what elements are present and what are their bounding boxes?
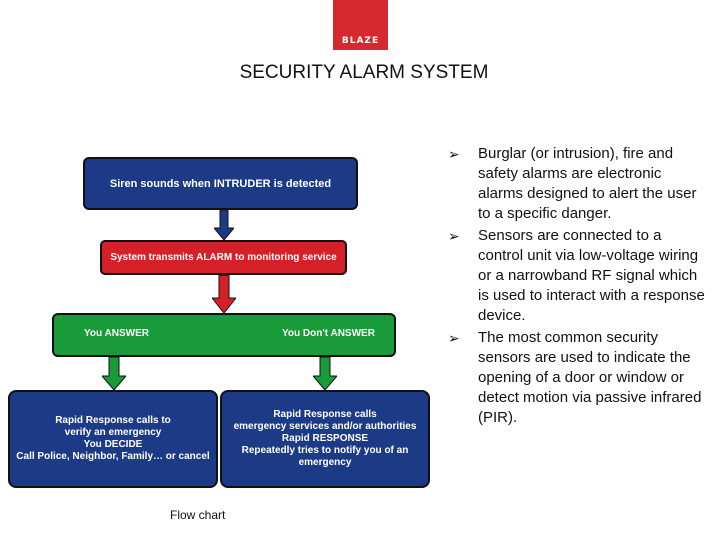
arrow-down-icon [102,357,126,390]
verify-line4: Call Police, Neighbor, Family… or cancel [16,451,210,462]
page-title: SECURITY ALARM SYSTEM [239,62,489,83]
bullet-list: ➢ Burglar (or intrusion), fire and safet… [448,144,708,430]
logo-text: BLAZE [341,36,380,46]
bullet-text: Burglar (or intrusion), fire and safety … [478,145,697,222]
bullet-item: ➢ Burglar (or intrusion), fire and safet… [448,144,708,224]
response-line4: Repeatedly tries to notify you of an eme… [241,445,409,468]
you-answer-label: You ANSWER [84,328,149,339]
response-line1: Rapid Response calls [273,409,377,420]
you-dont-answer-label: You Don't ANSWER [282,328,375,339]
flow-chart-caption: Flow chart [170,508,226,522]
arrow-bullet-icon: ➢ [448,228,460,244]
response-line3: Rapid RESPONSE [281,433,369,444]
bullet-text: The most common security sensors are use… [478,329,702,426]
flow-box-siren: Siren sounds when INTRUDER is detected [83,157,358,210]
flow-box-verify: Rapid Response calls to verify an emerge… [8,390,218,488]
flow-box-transmit: System transmits ALARM to monitoring ser… [100,240,347,275]
verify-line1: Rapid Response calls to [55,415,171,426]
verify-line3: You DECIDE [83,439,143,450]
blaze-logo: BLAZE [333,0,388,50]
bullet-item: ➢ Sensors are connected to a control uni… [448,226,708,326]
flow-box-answer: You ANSWER You Don't ANSWER [52,313,396,357]
arrow-down-icon [313,357,337,390]
verify-line2: verify an emergency [64,427,162,438]
arrow-down-icon [214,210,234,240]
bullet-text: Sensors are connected to a control unit … [478,227,705,324]
arrow-bullet-icon: ➢ [448,330,460,346]
arrow-down-icon [212,275,236,313]
arrow-bullet-icon: ➢ [448,146,460,162]
bullet-item: ➢ The most common security sensors are u… [448,328,708,428]
response-line2: emergency services and/or authorities [233,421,417,432]
flow-box-response: Rapid Response calls emergency services … [220,390,430,488]
